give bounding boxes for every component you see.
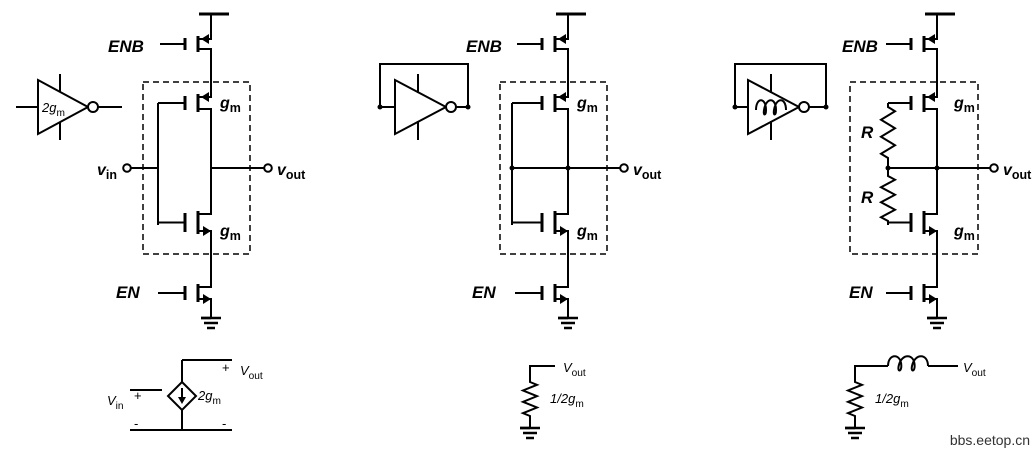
- right-model-resistor: [845, 378, 865, 420]
- left-gm-bottom-transistor-top-lead: [198, 201, 212, 215]
- mid-inverter-dot-out: [465, 104, 471, 110]
- left-model-minus-out: -: [222, 416, 226, 431]
- right-en-label: EN: [849, 283, 873, 302]
- left-en-transistor-top-lead: [198, 274, 212, 288]
- mid-gm-top-label: gm: [576, 95, 598, 115]
- left-vout-label: vout: [277, 162, 305, 182]
- mid-inverter-feedback: [379, 63, 469, 107]
- right-resistor-top-label: R: [861, 123, 874, 142]
- mid-en-transistor-arrow: [560, 294, 568, 304]
- left-dashed-box: [142, 81, 251, 255]
- mid-enb-transistor-arrow: [558, 34, 566, 44]
- right-junction-drain: [934, 165, 940, 171]
- right-dashed-box: [849, 81, 979, 255]
- left-gm-bottom-label: gm: [219, 223, 241, 243]
- right-resistor-bottom-label: R: [861, 188, 874, 207]
- left-inverter-bubble: [87, 101, 99, 113]
- left-en-label: EN: [116, 283, 140, 302]
- right-inverter-dot-out: [823, 104, 829, 110]
- mid-model-vout-label: Vout: [563, 360, 586, 379]
- mid-gm-bottom-transistor-top-lead: [555, 201, 569, 215]
- right-resistor-top: [879, 103, 897, 162]
- right-model-resistor-label: 1/2gm: [875, 391, 909, 410]
- left-inverter-label: 2gm: [41, 100, 65, 119]
- right-enb-transistor-bottom-lead: [924, 48, 938, 62]
- left-model-plus-out: +: [222, 360, 230, 375]
- mid-en-transistor-top-lead: [555, 274, 569, 288]
- left-model-minus-in: -: [134, 416, 138, 431]
- mid-vout-terminal: [619, 163, 629, 173]
- right-vout-terminal: [989, 163, 999, 173]
- right-enb-label: ENB: [842, 37, 878, 56]
- right-model-inductor: [887, 355, 929, 372]
- right-gm-bottom-transistor-top-lead: [924, 201, 938, 215]
- mid-gm-bottom-transistor-arrow: [560, 226, 568, 236]
- mid-junction-gate: [509, 165, 515, 171]
- mid-enb-label: ENB: [466, 37, 502, 56]
- left-model-vin-label: Vin: [107, 393, 124, 412]
- left-gm-top-transistor-arrow: [201, 92, 209, 102]
- mid-gm-top-transistor-bottom-lead: [555, 108, 569, 122]
- left-enb-transistor-bottom-lead: [198, 48, 212, 62]
- left-en-transistor-arrow: [203, 294, 211, 304]
- left-model-2gm-label: 2gm: [197, 388, 221, 407]
- left-vout-terminal: [263, 163, 273, 173]
- left-gm-bottom-transistor-arrow: [203, 226, 211, 236]
- right-en-transistor-arrow: [929, 294, 937, 304]
- right-gm-top-transistor-arrow: [927, 92, 935, 102]
- right-en-transistor-top-lead: [924, 274, 938, 288]
- mid-inverter-body: [394, 78, 449, 136]
- right-junction-gate: [885, 165, 891, 171]
- right-inverter-inductor-icon: [755, 99, 787, 116]
- right-model-wire: [854, 365, 888, 378]
- mid-model-wire: [529, 365, 555, 378]
- mid-inverter-dot-in: [377, 104, 383, 110]
- right-inverter-dot-in: [732, 104, 738, 110]
- right-inverter-bubble: [798, 101, 810, 113]
- left-vin-terminal: [122, 163, 132, 173]
- left-model-vout-label: Vout: [240, 363, 263, 382]
- left-model-source-arrow: [178, 397, 186, 404]
- left-gm-top-label: gm: [219, 95, 241, 115]
- right-model-vout-label: Vout: [963, 360, 986, 379]
- left-enb-label: ENB: [108, 37, 144, 56]
- watermark: bbs.eetop.cn: [949, 432, 1030, 448]
- left-model-plus-in: +: [134, 388, 142, 403]
- left-gm-top-transistor-bottom-lead: [198, 108, 212, 122]
- right-gm-bottom-transistor-arrow: [929, 226, 937, 236]
- mid-model-resistor-label: 1/2gm: [550, 391, 584, 410]
- mid-gm-top-transistor-arrow: [558, 92, 566, 102]
- mid-junction-drain: [565, 165, 571, 171]
- mid-vout-label: vout: [633, 162, 661, 182]
- mid-en-label: EN: [472, 283, 496, 302]
- mid-dashed-box: [499, 81, 608, 255]
- right-inverter-feedback: [734, 63, 827, 107]
- mid-model-resistor: [520, 378, 540, 420]
- right-gm-top-label: gm: [953, 95, 975, 115]
- right-vout-label: vout: [1003, 162, 1031, 182]
- left-vin-label: vin: [97, 162, 117, 182]
- mid-gm-bottom-label: gm: [576, 223, 598, 243]
- right-gm-bottom-label: gm: [953, 223, 975, 243]
- left-enb-transistor-arrow: [201, 34, 209, 44]
- right-resistor-bottom: [878, 172, 898, 225]
- right-gm-top-transistor-bottom-lead: [924, 108, 938, 122]
- mid-inverter-bubble: [445, 101, 457, 113]
- mid-enb-transistor-bottom-lead: [555, 48, 569, 62]
- right-enb-transistor-arrow: [927, 34, 935, 44]
